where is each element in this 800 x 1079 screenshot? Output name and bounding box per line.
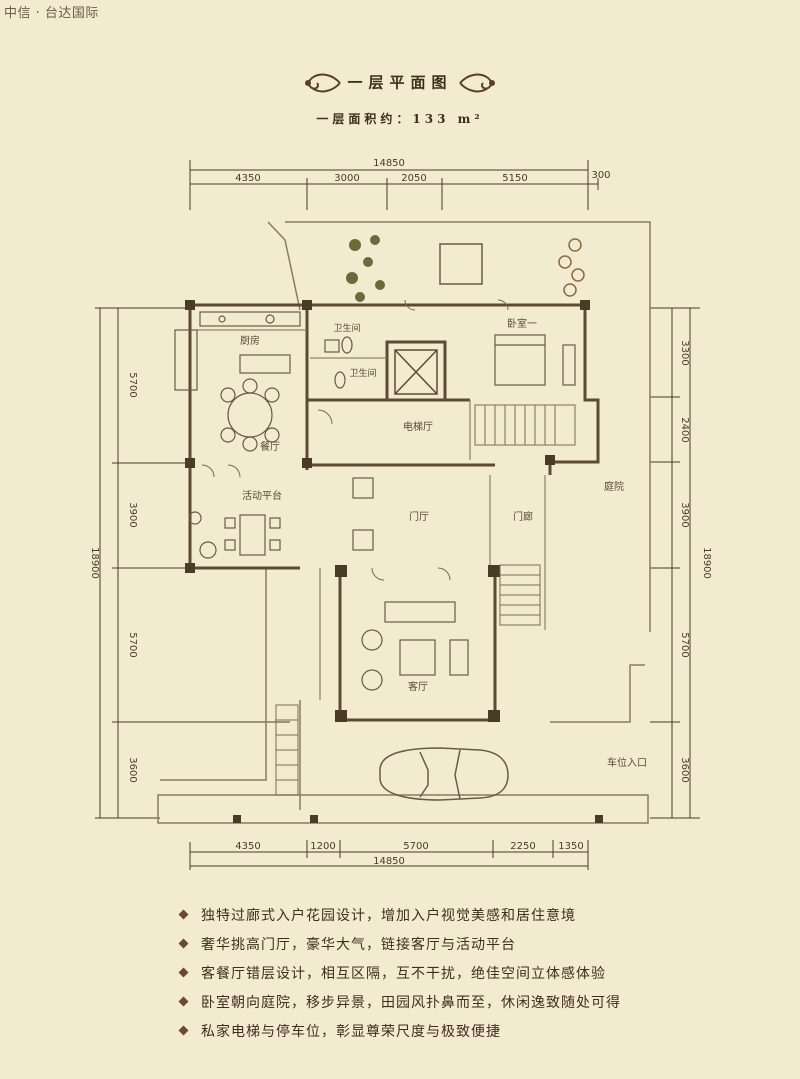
feature-item: 私家电梯与停车位，彰显尊荣尺度与极致便捷 [178,1018,621,1047]
room-label-bedroom: 卧室一 [507,317,537,330]
room-label-bath1: 卫生间 [333,322,360,334]
bullet-diamond-icon [178,909,189,919]
room-label-elevator-hall: 电梯厅 [403,420,433,433]
top-dim-4: 5150 [502,173,527,184]
bullet-diamond-icon [178,1025,189,1035]
dining-table [220,378,280,452]
title-row: 一层平面图 [0,70,800,96]
door-arcs [201,299,509,581]
floor-plan: 14850 4350 3000 2050 5150 300 5700 3900 … [89,158,712,870]
site-outline [157,221,651,824]
right-dim-5: 3600 [679,757,690,782]
stairs [275,404,576,796]
page-title: 一层平面图 [347,73,453,92]
thin-partitions [190,329,546,700]
feature-text: 独特过廊式入户花园设计，增加入户视觉美感和居住意境 [201,908,576,924]
brand-label: 中信 · 台达国际 [4,6,99,21]
left-dim-3: 5700 [127,632,138,657]
bottom-dim-3: 5700 [403,841,428,852]
bottom-dimensions [189,840,589,870]
foyer-chairs [352,477,374,551]
left-dim-4: 3600 [127,757,138,782]
feature-item: 独特过廊式入户花园设计，增加入户视觉美感和居住意境 [178,902,621,931]
room-label-dining: 餐厅 [260,440,280,453]
right-dim-4: 5700 [679,632,690,657]
room-label-courtyard: 庭院 [604,480,624,493]
left-dim-2: 3900 [127,502,138,527]
right-total-dim: 18900 [701,547,712,579]
top-dim-1: 4350 [235,173,260,184]
bottom-dim-2: 1200 [310,841,335,852]
top-dim-3: 2050 [401,173,426,184]
room-label-porch: 门廊 [513,510,533,523]
room-label-terrace: 活动平台 [242,489,282,502]
car-icon [379,747,509,801]
left-dimensions [95,307,290,819]
bullet-diamond-icon [178,938,189,948]
feature-item: 客餐厅错层设计，相互区隔，互不干扰，绝佳空间立体感体验 [178,960,621,989]
top-total-dim: 14850 [373,158,405,169]
right-dim-3: 3900 [679,502,690,527]
terrace-furniture [188,511,281,559]
right-dim-1: 3300 [679,340,690,365]
left-ornament-icon [305,73,342,93]
parking-entrance-label: 车位入口 [607,756,647,769]
feature-list: 独特过廊式入户花园设计，增加入户视觉美感和居住意境 奢华挑高门厅，豪华大气，链接… [178,902,621,1047]
bottom-total-dim: 14850 [373,856,405,867]
feature-item: 奢华挑高门厅，豪华大气，链接客厅与活动平台 [178,931,621,960]
right-dimensions [650,307,700,819]
left-dim-1: 5700 [127,372,138,397]
area-subtitle: 一层面积约：133 m² [316,112,484,126]
bullet-diamond-icon [178,996,189,1006]
top-dimensions [189,160,599,210]
room-label-foyer: 门厅 [409,510,429,523]
room-label-kitchen: 厨房 [240,334,260,347]
feature-text: 客餐厅错层设计，相互区隔，互不干扰，绝佳空间立体感体验 [201,966,606,982]
bed [494,334,576,386]
living-furniture [361,601,469,691]
room-label-living: 客厅 [408,680,428,693]
elevator-icon [394,349,438,395]
walls [188,303,600,722]
garden-plants [346,235,385,302]
top-dim-2: 3000 [334,173,359,184]
room-label-bath2: 卫生间 [349,367,376,379]
feature-item: 卧室朝向庭院，移步异景，田园风扑鼻而至，休闲逸致随处可得 [178,989,621,1018]
bottom-dim-4: 2250 [510,841,535,852]
bottom-dim-5: 1350 [558,841,583,852]
right-dim-2: 2400 [679,417,690,442]
water-feature [439,243,483,285]
columns [185,300,603,823]
top-dim-5: 300 [591,170,610,181]
bottom-dim-1: 4350 [235,841,260,852]
left-total-dim: 18900 [89,547,100,579]
feature-text: 奢华挑高门厅，豪华大气，链接客厅与活动平台 [201,937,516,953]
feature-text: 卧室朝向庭院，移步异景，田园风扑鼻而至，休闲逸致随处可得 [201,995,621,1011]
feature-text: 私家电梯与停车位，彰显尊荣尺度与极致便捷 [201,1024,501,1040]
bullet-diamond-icon [178,967,189,977]
round-shrubs [558,238,585,297]
kitchen-counter [174,311,301,391]
bathroom-fixtures [324,336,353,389]
right-ornament-icon [458,73,495,93]
